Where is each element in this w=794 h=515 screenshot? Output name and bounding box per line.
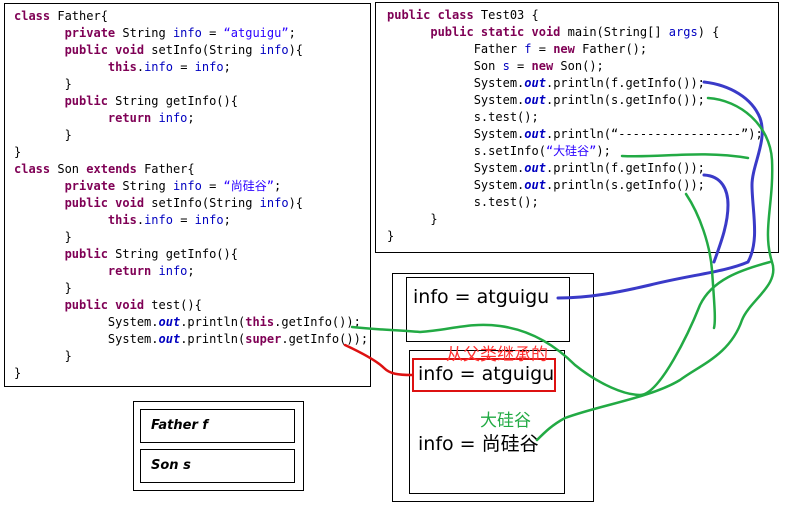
left-code-line-19: System.out.println(this.getInfo()); — [14, 315, 361, 329]
left-code-panel: class Father{ private String info = “atg… — [4, 3, 371, 387]
left-code-line-8: } — [14, 128, 72, 142]
left-code-line-22: } — [14, 366, 22, 380]
connector-green-this-getinfo — [350, 260, 772, 397]
right-code-line-9: s.setInfo(“大硅谷”); — [387, 144, 611, 158]
left-code-line-16: return info; — [107, 264, 195, 278]
left-code-line-21: } — [14, 349, 72, 363]
left-code-line-3: public void setInfo(String info){ — [64, 43, 304, 57]
connector-green-s-getinfo — [535, 96, 775, 442]
left-code-line-18: public void test(){ — [64, 298, 202, 312]
left-code-line-17: } — [14, 281, 72, 295]
right-code-line-5: System.out.println(f.getInfo()); — [387, 76, 705, 90]
left-code-line-7: return info; — [107, 111, 195, 125]
right-code-line-12: s.test(); — [387, 195, 539, 209]
right-code-line-6: System.out.println(s.getInfo()); — [387, 93, 705, 107]
left-code-line-2: private String info = “atguigu”; — [64, 26, 296, 40]
left-code-line-20: System.out.println(super.getInfo()); — [14, 332, 369, 346]
stack-var-son-label: Son s — [151, 458, 191, 473]
right-code-line-4: Son s = new Son(); — [387, 59, 604, 73]
connector-blue-f-getinfo-2 — [702, 173, 730, 264]
connector-red-super-getinfo — [343, 343, 414, 377]
right-code-line-14: } — [387, 229, 395, 243]
right-code-line-10: System.out.println(f.getInfo()); — [387, 161, 705, 175]
left-code-line-14: } — [14, 230, 72, 244]
stack-var-father: Father f — [140, 409, 295, 443]
left-code-line-10: class Son extends Father{ — [14, 162, 195, 176]
left-code-line-1: class Father{ — [14, 9, 108, 23]
left-code-line-4: this.info = info; — [107, 60, 231, 74]
connector-blue-f-getinfo — [556, 80, 764, 300]
left-code-line-11: private String info = “尚硅谷”; — [64, 179, 282, 193]
son-object — [409, 350, 565, 494]
connector-green-setinfo — [620, 153, 750, 160]
left-code-line-15: public String getInfo(){ — [64, 247, 238, 261]
connector-green-s-getinfo-2 — [684, 192, 717, 330]
left-code-line-5: } — [14, 77, 72, 91]
right-code-line-3: Father f = new Father(); — [387, 42, 648, 56]
right-code-line-2: public static void main(String[] args) { — [430, 25, 720, 39]
right-code-line-1: public class Test03 { — [387, 8, 539, 22]
left-code-line-6: public String getInfo(){ — [64, 94, 238, 108]
stack-var-father-label: Father f — [151, 418, 209, 433]
left-code-line-12: public void setInfo(String info){ — [64, 196, 304, 210]
right-code-panel: public class Test03 { public static void… — [375, 2, 779, 253]
right-code-line-8: System.out.println(“-----------------”); — [387, 127, 763, 141]
new-value-label: 大硅谷 — [480, 411, 531, 431]
left-code-line-13: this.info = info; — [107, 213, 231, 227]
stack-var-son: Son s — [140, 449, 295, 483]
inherited-field-info: info = atguigu — [418, 363, 555, 385]
left-code-line-9: } — [14, 145, 22, 159]
son-field-info: info = 尚硅谷 — [418, 433, 539, 455]
father-field-info: info = atguigu — [413, 286, 550, 308]
inherited-label: 从父类继承的 — [446, 345, 548, 365]
right-code-line-7: s.test(); — [387, 110, 539, 124]
right-code-line-11: System.out.println(s.getInfo()); — [387, 178, 705, 192]
right-code-line-13: } — [387, 212, 438, 226]
